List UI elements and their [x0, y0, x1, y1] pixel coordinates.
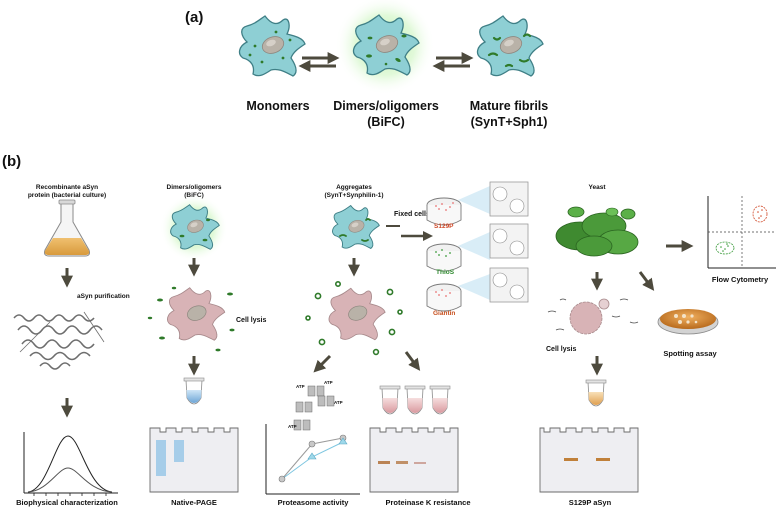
- spotting-plate-icon: [657, 309, 719, 335]
- col3-header-line1: Aggregates: [336, 184, 372, 191]
- arrow-to-spotting: [638, 271, 655, 291]
- atp-label-3: ATP: [334, 400, 343, 405]
- col2-oligomer-cell: [170, 204, 220, 250]
- proteasome-icons: [293, 385, 335, 431]
- atp-label-1: ATP: [296, 384, 305, 389]
- state-label-fibrils-sub: (SynT+Sph1): [471, 115, 548, 129]
- pk-gel: [369, 427, 459, 493]
- arrow-col3-left: [313, 354, 332, 373]
- panel-a-label: (a): [185, 9, 203, 26]
- col1-header-line1: Recombinante aSyn: [36, 184, 98, 191]
- col4-cell-lysis: Cell lysis: [546, 346, 576, 353]
- panel-b-label: (b): [2, 153, 21, 170]
- proteasome-activity-plot: [265, 424, 360, 495]
- state-label-fibrils: Mature fibrils: [470, 99, 549, 113]
- col1-header-line2: protein (bacterial culture): [28, 192, 106, 199]
- col2-cell-lysis: Cell lysis: [236, 317, 266, 324]
- stain-thios: ThioS: [436, 269, 455, 276]
- col3-header-line2: (SynT+Synphilin-1): [324, 192, 383, 199]
- stain-dishes: [426, 181, 529, 312]
- native-page-gel: [149, 427, 239, 493]
- col3-aggregate-cell: [332, 205, 380, 249]
- spotting-label: Spotting assay: [663, 349, 717, 358]
- flow-cytometry-plot: [707, 196, 776, 269]
- col2-footer: Native-PAGE: [171, 498, 217, 507]
- dish-s129p: [426, 197, 462, 226]
- monomer-cell: [238, 15, 306, 77]
- col4-header: Yeast: [589, 184, 607, 191]
- yeast-cluster-icon: [555, 206, 639, 257]
- dish-thios: [426, 243, 462, 272]
- col1-step-label: aSyn purification: [77, 293, 130, 300]
- stain-giantin: Giantin: [433, 310, 455, 317]
- pk-tubes: [379, 385, 451, 415]
- col2-tube-icon: [183, 377, 205, 405]
- atp-label-2: ATP: [324, 380, 333, 385]
- col1-footer: Biophysical characterization: [16, 498, 118, 507]
- col2-lysed-cell: [147, 286, 235, 352]
- col3-footer-left: Proteasome activity: [278, 498, 350, 507]
- col3-footer-right: Proteinase K resistance: [385, 498, 470, 507]
- fixed-cells-label: Fixed cells: [394, 211, 430, 218]
- col3-lysed-cell: [305, 280, 403, 356]
- oligomer-cell: [352, 14, 420, 76]
- flask-icon: [44, 199, 90, 257]
- dish-giantin: [426, 283, 462, 312]
- stain-s129p: S129P: [434, 223, 454, 230]
- equilibrium-arrows-2: [432, 52, 474, 72]
- state-label-oligomers: Dimers/oligomers: [333, 99, 439, 113]
- col4-tube-icon: [585, 379, 607, 407]
- atp-label-4: ATP: [288, 424, 297, 429]
- fibril-cell: [476, 15, 544, 77]
- s129p-gel: [539, 427, 639, 493]
- protein-structure-icon: [13, 311, 105, 370]
- biophysical-plot: [23, 432, 118, 496]
- arrow-col3-right: [404, 351, 421, 371]
- yeast-lysis-icon: [547, 298, 639, 335]
- col4-footer: S129P aSyn: [569, 498, 612, 507]
- equilibrium-arrows-1: [298, 52, 340, 72]
- state-label-oligomers-sub: (BiFC): [367, 115, 405, 129]
- flow-label: Flow Cytometry: [712, 275, 769, 284]
- state-label-monomers: Monomers: [246, 99, 309, 113]
- col2-header-line1: Dimers/oligomers: [167, 184, 222, 191]
